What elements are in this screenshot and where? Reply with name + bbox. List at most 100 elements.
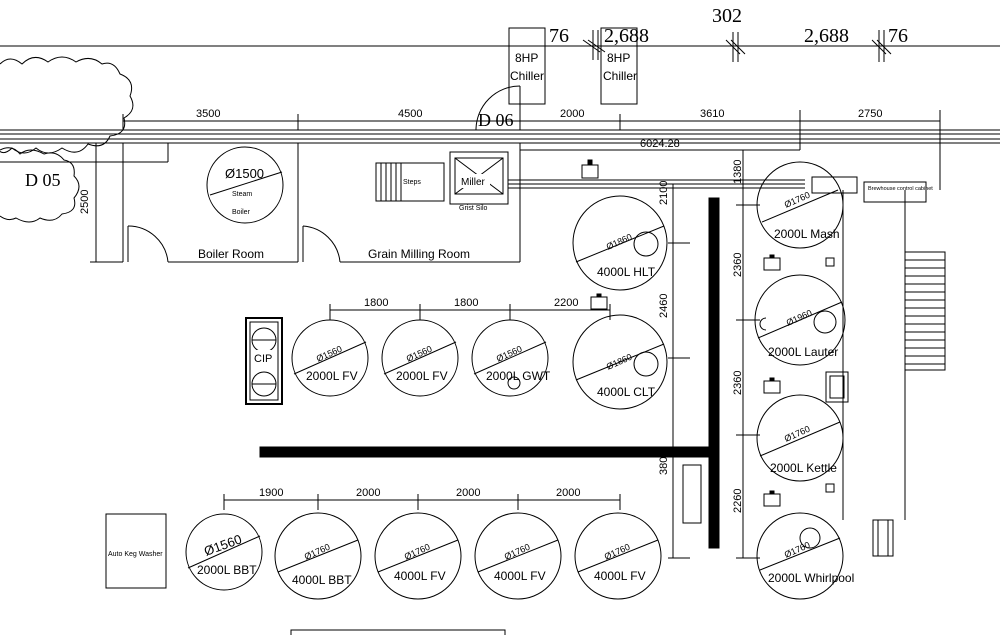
- outside-cloud-lower: [0, 147, 80, 223]
- steam-boiler-diameter: [209, 171, 283, 196]
- chiller-2: [600, 27, 638, 105]
- tank-lauter-dia: Ø1960: [785, 308, 814, 328]
- tank-fv1-dia: Ø1560: [315, 344, 344, 364]
- tank-fv1-label: 2000L FV: [306, 369, 358, 383]
- steam-boiler-line2: Boiler: [232, 209, 251, 216]
- steam-boiler-dia: Ø1500: [225, 166, 264, 181]
- auto-keg-washer: [105, 513, 167, 589]
- dim-row-fv: [329, 304, 611, 320]
- tank-bbt1-label: 2000L BBT: [197, 563, 257, 577]
- chiller-1-hp: 8HP: [515, 51, 538, 65]
- dim-top-76a: 76: [549, 25, 569, 47]
- dim-top-2688b: 2,688: [804, 25, 849, 47]
- dim-2460: 2460: [658, 294, 670, 318]
- tank-hlt: [572, 195, 668, 291]
- platform-vertical: [708, 197, 720, 549]
- dim-row-bottom: [223, 494, 621, 510]
- tank-clt: [572, 314, 668, 410]
- dim-2750: 2750: [858, 108, 882, 120]
- right-walls: [842, 190, 906, 520]
- steam-boiler: [206, 146, 284, 224]
- platform-horizontal: [259, 446, 716, 458]
- chiller-2-name: Chiller: [603, 69, 637, 83]
- door-d06-swing: [475, 85, 521, 131]
- dim-2260: 2260: [732, 489, 744, 513]
- brewhouse-control-cabinet: [863, 181, 927, 203]
- tank-kettle-label: 2000L Kettle: [770, 461, 837, 475]
- tank-gwt: [471, 319, 549, 397]
- stairs-right: [904, 251, 946, 371]
- dim-2000b: 2000: [456, 487, 480, 499]
- tank-fv4-label: 4000L FV: [494, 569, 546, 583]
- tank-fv5-label: 4000L FV: [594, 569, 646, 583]
- dim-1800b: 1800: [454, 297, 478, 309]
- dim-6024: 6024.28: [640, 138, 680, 150]
- tank-fv2-dia: Ø1560: [405, 344, 434, 364]
- steps: [375, 162, 445, 202]
- tank-fv1: [291, 319, 369, 397]
- boiler-room-walls: [0, 143, 521, 263]
- steam-boiler-line1: Steam: [232, 191, 252, 198]
- tank-clt-label: 4000L CLT: [597, 385, 656, 399]
- chiller-2-hp: 8HP: [607, 51, 630, 65]
- tank-fv5: [574, 512, 662, 600]
- grain-conveyor: [508, 179, 805, 189]
- dim-2200: 2200: [554, 297, 578, 309]
- tank-bbt2-dia: Ø1760: [303, 542, 332, 562]
- chiller-1-name: Chiller: [510, 69, 544, 83]
- dim-3610: 3610: [700, 108, 724, 120]
- dim-2000-top: 2000: [560, 108, 584, 120]
- outside-cloud: [0, 56, 134, 154]
- tank-bbt2: [274, 512, 362, 600]
- tank-fv3-dia: Ø1760: [403, 542, 432, 562]
- dim-2360a: 2360: [732, 253, 744, 277]
- pump-motor-right: [872, 519, 894, 557]
- top-wall: [0, 45, 1000, 144]
- dim-2360b: 2360: [732, 371, 744, 395]
- bottom-box: [290, 629, 506, 635]
- tank-hlt-dia: Ø1860: [605, 232, 634, 252]
- top-dimension-ticks: [582, 30, 892, 62]
- dim-2000a: 2000: [356, 487, 380, 499]
- tank-gwt-label: 2000L GWT: [486, 369, 551, 383]
- auto-keg-washer-label: Auto Keg Washer: [108, 551, 163, 558]
- tank-clt-dia: Ø1860: [605, 352, 634, 372]
- cip-label: CIP: [254, 353, 272, 365]
- dim-1900: 1900: [259, 487, 283, 499]
- control-cabinet-box: [682, 464, 702, 524]
- tank-kettle: [756, 394, 844, 482]
- dim-2100: 2100: [658, 181, 670, 205]
- dim-2500: 2500: [79, 190, 91, 214]
- dim-top-2688a: 2,688: [604, 25, 649, 47]
- door-d05: D 05: [25, 170, 61, 190]
- tank-whirlpool-dia: Ø1760: [783, 540, 812, 560]
- tank-fv4-dia: Ø1760: [503, 542, 532, 562]
- door-d06: D 06: [478, 110, 514, 130]
- grist-silo-label: Grist Silo: [459, 205, 488, 212]
- tank-whirlpool: [756, 512, 844, 600]
- pump-conveyor: [581, 159, 599, 179]
- tank-bbt1: [185, 513, 263, 591]
- boiler-room-label: Boiler Room: [198, 247, 264, 261]
- tank-fv5-dia: Ø1760: [603, 542, 632, 562]
- dim-3500: 3500: [196, 108, 220, 120]
- tank-lauter: [754, 274, 846, 366]
- dim-4500: 4500: [398, 108, 422, 120]
- brewhouse-control-cabinet-label: Brewhouse control cabinet: [868, 186, 933, 192]
- dim-top-76b: 76: [888, 25, 908, 47]
- tank-mash: [756, 161, 844, 249]
- tank-fv3: [374, 512, 462, 600]
- miller-label: Miller: [461, 177, 486, 188]
- tank-whirlpool-label: 2000L Whirlpool: [768, 571, 854, 585]
- tank-hlt-label: 4000L HLT: [597, 265, 656, 279]
- tank-gwt-dia: Ø1560: [495, 344, 524, 364]
- dim-2500-line: [90, 142, 102, 262]
- cip-unit: [245, 317, 283, 405]
- tank-fv2-label: 2000L FV: [396, 369, 448, 383]
- dim-top-302: 302: [712, 5, 742, 27]
- tank-fv4: [474, 512, 562, 600]
- tank-bbt2-label: 4000L BBT: [292, 573, 352, 587]
- tank-fv3-label: 4000L FV: [394, 569, 446, 583]
- tank-mash-label: 2000L Mash: [774, 227, 840, 241]
- tank-fv2: [381, 319, 459, 397]
